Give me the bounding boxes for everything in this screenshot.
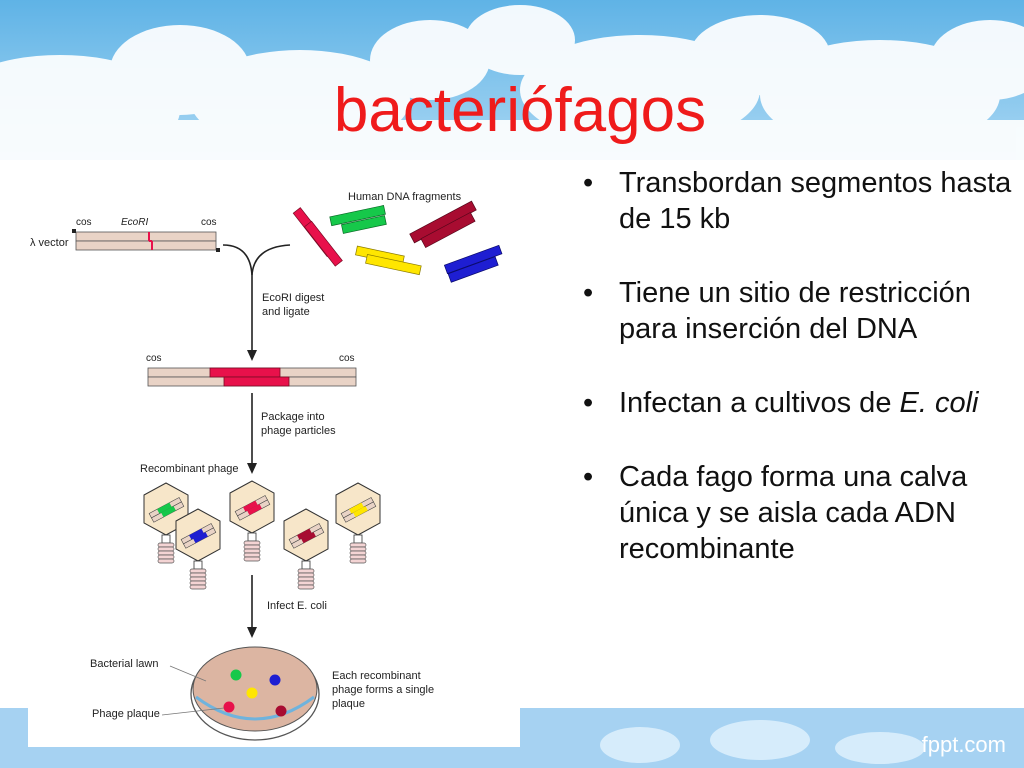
label-each-1: Each recombinant [332, 670, 421, 682]
label-bacterial-lawn: Bacterial lawn [90, 658, 158, 670]
bullet-dot-icon: • [583, 167, 594, 199]
phage-darkred [283, 508, 329, 590]
label-recombinant-phage: Recombinant phage [140, 463, 238, 475]
infect-arrow [247, 575, 257, 638]
bullet-italic-text: E. coli [899, 387, 979, 419]
dna-fragment-red [292, 207, 343, 267]
label-cos-left2: cos [146, 353, 162, 364]
label-cos-right2: cos [339, 353, 355, 364]
ligation-arrow [222, 244, 291, 361]
petri-dish [190, 646, 320, 741]
bullet-list: • Transbordan segmentos hasta de 15 kb • T… [578, 165, 1018, 605]
label-cos-right: cos [201, 217, 217, 228]
label-each-3: plaque [332, 698, 365, 710]
dna-fragment-green [329, 205, 387, 234]
bullet-dot-icon: • [583, 461, 594, 493]
phage-red [229, 480, 275, 562]
label-ecori: EcoRI [121, 217, 148, 228]
lambda-cloning-diagram: Human DNA fragments cos EcoRI cos λ vect… [30, 191, 503, 741]
dna-fragment-blue [443, 244, 503, 283]
page-title: bacteriófagos [333, 76, 707, 145]
label-digest-1: EcoRI digest [262, 292, 324, 304]
bullet-item: • Infectan a cultivos de E. coli [578, 385, 1018, 421]
bullet-text: Transbordan segmentos hasta de 15 kb [619, 167, 1012, 235]
phage-blue [175, 508, 221, 590]
label-lambda-vector: λ vector [30, 237, 69, 249]
label-infect-text: Infect E. coli [267, 600, 327, 612]
bullet-text: Infectan a cultivos de [619, 387, 900, 419]
bullet-dot-icon: • [583, 277, 594, 309]
dna-fragment-darkred [409, 200, 477, 249]
phage-yellow [335, 482, 381, 564]
label-infect: Infect E. coli [267, 600, 327, 612]
lambda-vector-dna [72, 229, 220, 252]
bullet-item: • Transbordan segmentos hasta de 15 kb [578, 165, 1018, 237]
label-phage-plaque: Phage plaque [92, 708, 160, 720]
label-cos-left: cos [76, 217, 92, 228]
package-arrow [247, 393, 257, 474]
label-digest-2: and ligate [262, 306, 310, 318]
bullet-text: Cada fago forma una calva única y se ais… [619, 461, 968, 565]
label-each-2: phage forms a single [332, 684, 434, 696]
diagram-panel: Human DNA fragments cos EcoRI cos λ vect… [28, 175, 520, 747]
brand-watermark: fppt.com [921, 732, 1006, 757]
bullet-text: Tiene un sitio de restricción para inser… [619, 277, 971, 345]
label-package-2: phage particles [261, 425, 336, 437]
bullet-item: • Tiene un sitio de restricción para inse… [578, 275, 1018, 347]
recombinant-dna [147, 367, 357, 387]
label-package-1: Package into [261, 411, 325, 423]
dna-fragment-yellow [355, 245, 422, 276]
bullet-dot-icon: • [583, 387, 594, 419]
bullet-item: • Cada fago forma una calva única y se ai… [578, 459, 1018, 567]
label-human-dna: Human DNA fragments [348, 191, 462, 203]
